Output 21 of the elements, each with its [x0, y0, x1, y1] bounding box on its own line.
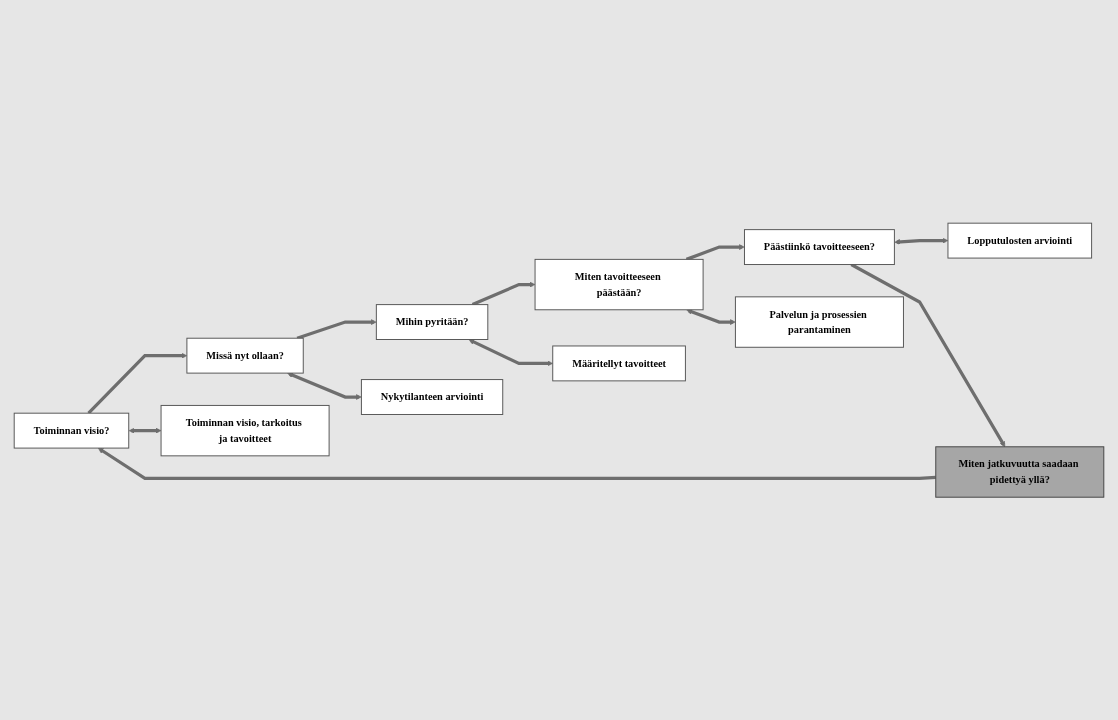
node-box: Miten tavoitteeseen päästään?: [534, 258, 704, 311]
node-box: Lopputulosten arviointi: [947, 222, 1093, 259]
node-box: Palvelun ja prosessien parantaminen: [734, 296, 904, 348]
arrow: [98, 447, 936, 480]
arrow: [686, 308, 736, 325]
node-box: Miten jatkuvuutta saadaan pidettyä yllä?: [935, 446, 1105, 498]
node-box: Nykytilanteen arviointi: [360, 378, 504, 415]
node-box: Mihin pyritään?: [375, 303, 489, 340]
arrow: [471, 281, 536, 306]
arrow: [287, 372, 362, 400]
node-box: Toiminnan visio?: [13, 412, 130, 449]
arrow: [128, 427, 162, 434]
node-box: Päästiinkö tavoitteeseen?: [743, 228, 895, 265]
node-box: Missä nyt ollaan?: [186, 337, 304, 374]
arrow: [296, 319, 377, 340]
node-box: Toiminnan visio, tarkoitus ja tavoitteet: [160, 404, 330, 457]
arrow: [468, 338, 553, 367]
arrow: [87, 352, 188, 415]
arrow: [894, 237, 949, 245]
arrow: [685, 244, 745, 261]
node-box: Määritellyt tavoitteet: [552, 345, 686, 382]
